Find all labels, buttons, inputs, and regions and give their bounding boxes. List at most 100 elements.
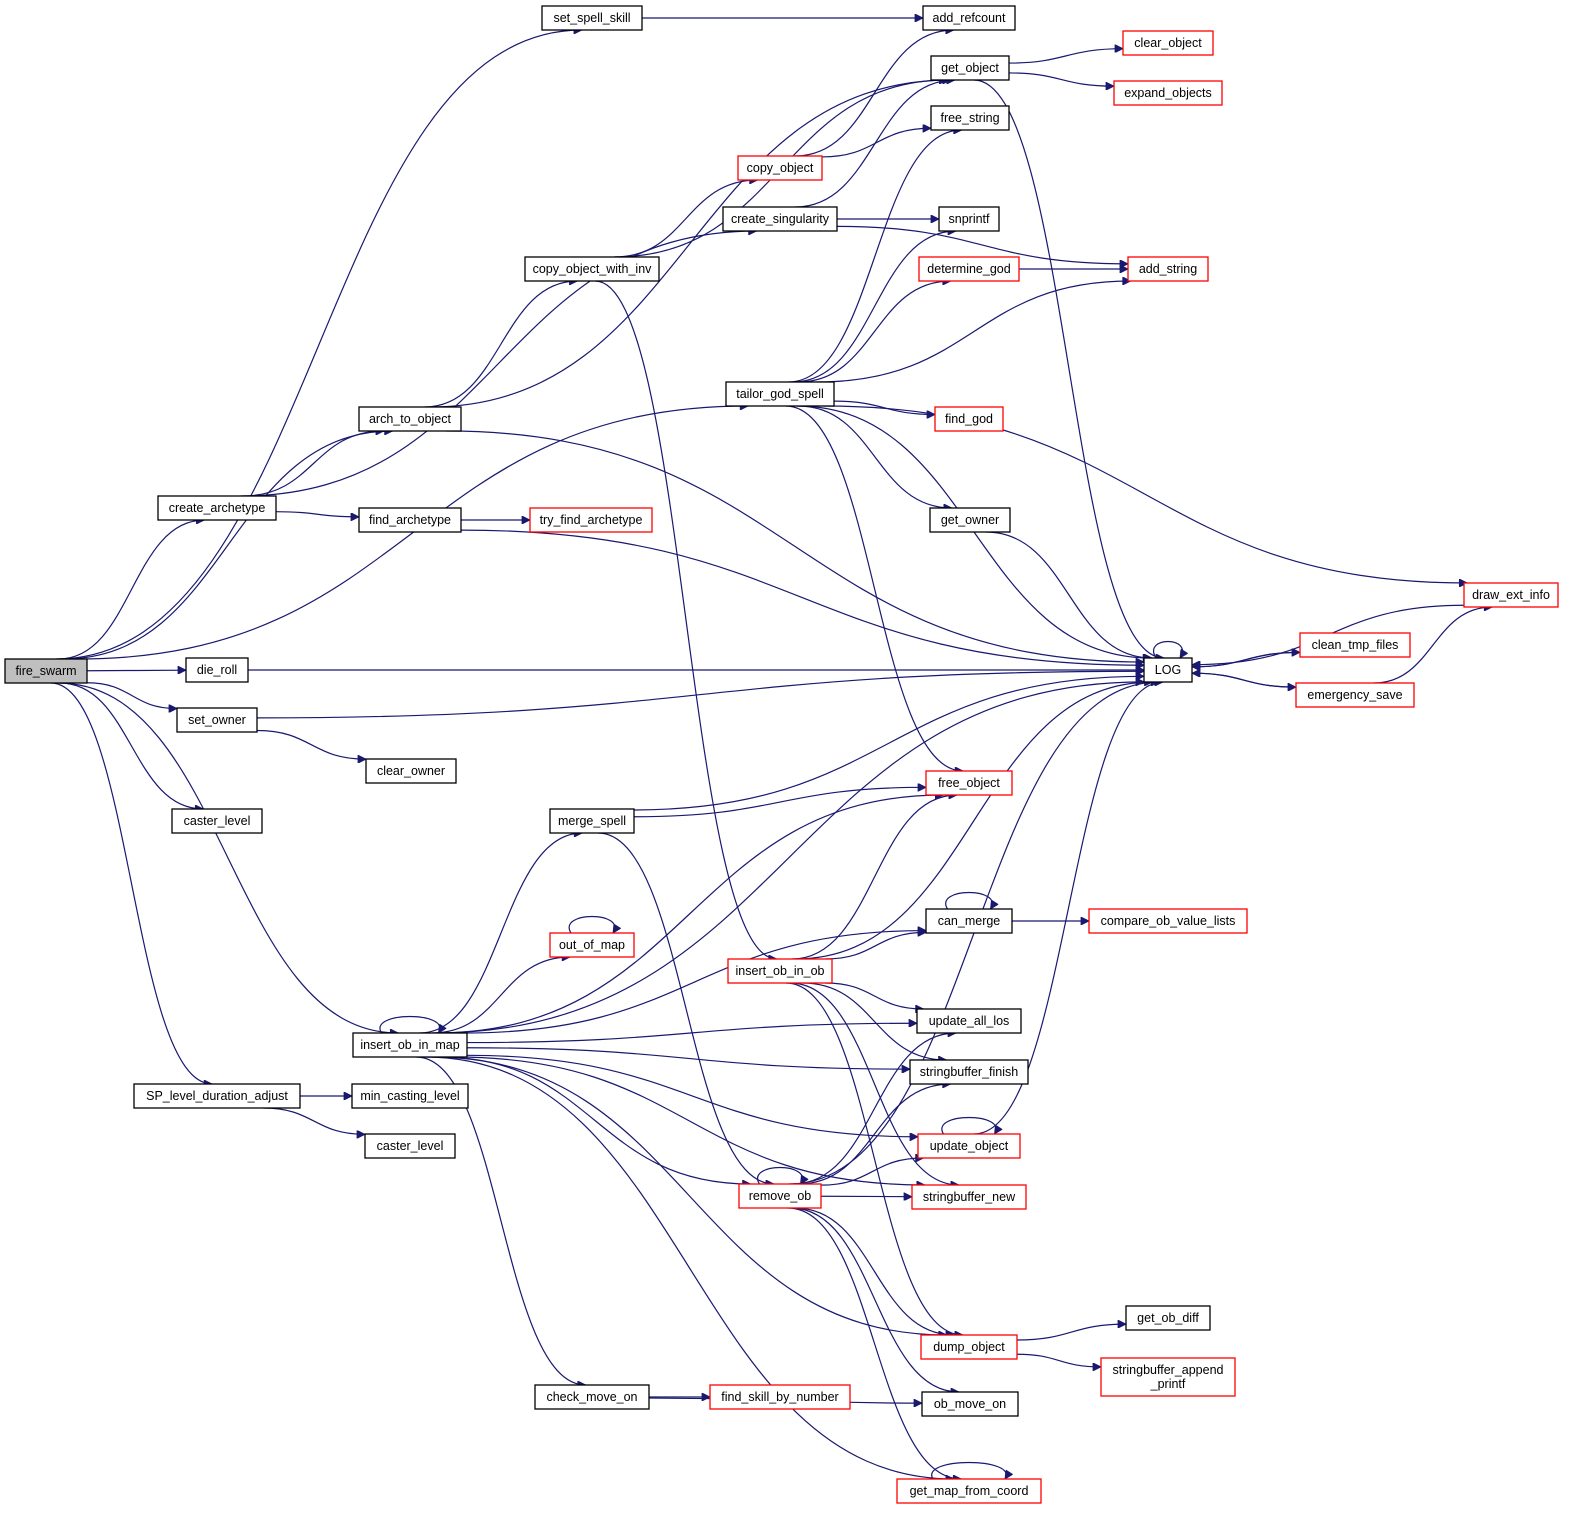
node-insert_ob_in_ob[interactable]: insert_ob_in_ob — [727, 958, 833, 984]
node-create_archetype[interactable]: create_archetype — [157, 495, 277, 521]
node-create_singularity[interactable]: create_singularity — [722, 206, 838, 232]
node-check_move_on[interactable]: check_move_on — [534, 1384, 650, 1410]
node-box[interactable] — [365, 758, 457, 784]
node-SP_level_duration_adjust[interactable]: SP_level_duration_adjust — [133, 1083, 301, 1109]
node-update_object[interactable]: update_object — [917, 1133, 1021, 1159]
node-box[interactable] — [524, 256, 660, 282]
node-box[interactable] — [938, 206, 1000, 232]
node-box[interactable] — [709, 1384, 851, 1410]
node-box[interactable] — [925, 908, 1013, 934]
node-box[interactable] — [737, 155, 823, 181]
node-box[interactable] — [352, 1032, 468, 1058]
node-box[interactable] — [176, 707, 258, 733]
node-find_skill_by_number[interactable]: find_skill_by_number — [709, 1384, 851, 1410]
node-box[interactable] — [921, 1391, 1019, 1417]
node-expand_objects[interactable]: expand_objects — [1113, 80, 1223, 106]
node-box[interactable] — [157, 495, 277, 521]
node-copy_object[interactable]: copy_object — [737, 155, 823, 181]
node-LOG[interactable]: LOG — [1143, 657, 1193, 683]
node-compare_ob_value_lists[interactable]: compare_ob_value_lists — [1088, 908, 1248, 934]
node-update_all_los[interactable]: update_all_los — [916, 1008, 1022, 1034]
node-box[interactable] — [722, 206, 838, 232]
node-tailor_god_spell[interactable]: tailor_god_spell — [725, 381, 835, 407]
node-box[interactable] — [738, 1183, 822, 1209]
node-box[interactable] — [918, 256, 1020, 282]
node-stringbuffer_new[interactable]: stringbuffer_new — [911, 1184, 1027, 1210]
node-box[interactable] — [549, 932, 635, 958]
node-get_ob_diff[interactable]: get_ob_diff — [1125, 1305, 1211, 1331]
node-die_roll[interactable]: die_roll — [185, 657, 249, 683]
node-insert_ob_in_map[interactable]: insert_ob_in_map — [352, 1032, 468, 1058]
node-box[interactable] — [1125, 1305, 1211, 1331]
node-box[interactable] — [358, 406, 462, 432]
node-find_archetype[interactable]: find_archetype — [358, 507, 462, 533]
node-remove_ob[interactable]: remove_ob — [738, 1183, 822, 1209]
node-get_owner[interactable]: get_owner — [929, 507, 1011, 533]
node-caster_level_1[interactable]: caster_level — [171, 808, 263, 834]
node-box[interactable] — [725, 381, 835, 407]
node-box[interactable] — [1100, 1357, 1236, 1397]
node-get_map_from_coord[interactable]: get_map_from_coord — [896, 1478, 1042, 1504]
node-box[interactable] — [727, 958, 833, 984]
node-box[interactable] — [922, 5, 1016, 31]
node-try_find_archetype[interactable]: try_find_archetype — [529, 507, 653, 533]
node-clear_object[interactable]: clear_object — [1122, 30, 1214, 56]
node-add_string[interactable]: add_string — [1127, 256, 1209, 282]
node-box[interactable] — [930, 55, 1010, 81]
node-box[interactable] — [133, 1083, 301, 1109]
node-box[interactable] — [909, 1059, 1029, 1085]
node-dump_object[interactable]: dump_object — [920, 1334, 1018, 1360]
node-arch_to_object[interactable]: arch_to_object — [358, 406, 462, 432]
node-box[interactable] — [351, 1083, 469, 1109]
node-fire_swarm[interactable]: fire_swarm — [4, 658, 88, 684]
node-box[interactable] — [896, 1478, 1042, 1504]
node-box[interactable] — [358, 507, 462, 533]
node-copy_object_with_inv[interactable]: copy_object_with_inv — [524, 256, 660, 282]
node-find_god[interactable]: find_god — [934, 406, 1004, 432]
node-box[interactable] — [1127, 256, 1209, 282]
node-box[interactable] — [917, 1133, 1021, 1159]
node-box[interactable] — [920, 1334, 1018, 1360]
node-box[interactable] — [364, 1133, 456, 1159]
node-box[interactable] — [549, 808, 635, 834]
node-box[interactable] — [1463, 582, 1559, 608]
node-box[interactable] — [171, 808, 263, 834]
node-free_object[interactable]: free_object — [925, 770, 1013, 796]
node-caster_level_2[interactable]: caster_level — [364, 1133, 456, 1159]
node-box[interactable] — [4, 658, 88, 684]
node-min_casting_level[interactable]: min_casting_level — [351, 1083, 469, 1109]
node-box[interactable] — [541, 5, 643, 31]
node-draw_ext_info[interactable]: draw_ext_info — [1463, 582, 1559, 608]
node-can_merge[interactable]: can_merge — [925, 908, 1013, 934]
node-emergency_save[interactable]: emergency_save — [1295, 682, 1415, 708]
node-box[interactable] — [529, 507, 653, 533]
node-clean_tmp_files[interactable]: clean_tmp_files — [1299, 632, 1411, 658]
node-box[interactable] — [930, 105, 1010, 131]
node-box[interactable] — [929, 507, 1011, 533]
node-determine_god[interactable]: determine_god — [918, 256, 1020, 282]
node-merge_spell[interactable]: merge_spell — [549, 808, 635, 834]
node-box[interactable] — [1088, 908, 1248, 934]
node-box[interactable] — [185, 657, 249, 683]
node-box[interactable] — [534, 1384, 650, 1410]
node-box[interactable] — [1143, 657, 1193, 683]
node-box[interactable] — [916, 1008, 1022, 1034]
node-box[interactable] — [1299, 632, 1411, 658]
node-add_refcount[interactable]: add_refcount — [922, 5, 1016, 31]
node-ob_move_on[interactable]: ob_move_on — [921, 1391, 1019, 1417]
node-box[interactable] — [1295, 682, 1415, 708]
node-stringbuffer_append_printf[interactable]: stringbuffer_append_printf — [1100, 1357, 1236, 1397]
node-box[interactable] — [925, 770, 1013, 796]
node-out_of_map[interactable]: out_of_map — [549, 932, 635, 958]
node-box[interactable] — [1113, 80, 1223, 106]
node-clear_owner[interactable]: clear_owner — [365, 758, 457, 784]
node-box[interactable] — [1122, 30, 1214, 56]
node-free_string[interactable]: free_string — [930, 105, 1010, 131]
node-snprintf[interactable]: snprintf — [938, 206, 1000, 232]
node-set_spell_skill[interactable]: set_spell_skill — [541, 5, 643, 31]
node-get_object[interactable]: get_object — [930, 55, 1010, 81]
node-set_owner[interactable]: set_owner — [176, 707, 258, 733]
node-stringbuffer_finish[interactable]: stringbuffer_finish — [909, 1059, 1029, 1085]
node-box[interactable] — [911, 1184, 1027, 1210]
node-box[interactable] — [934, 406, 1004, 432]
